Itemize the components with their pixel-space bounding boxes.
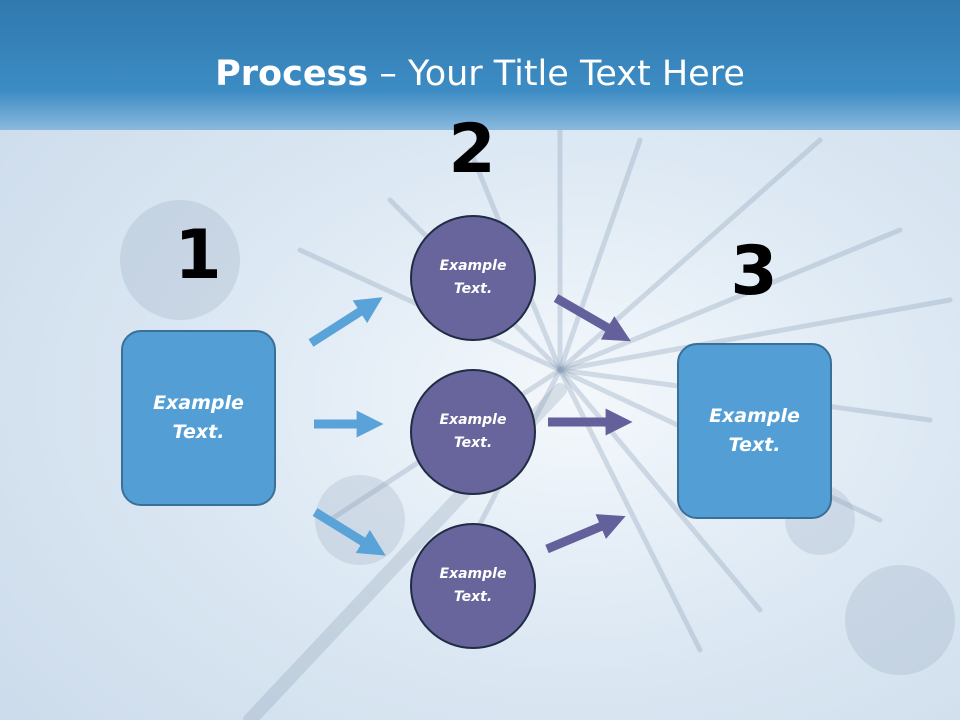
circle-bottom[interactable]: Example Text. bbox=[410, 523, 536, 649]
arrow-bottom-to-right bbox=[545, 514, 626, 554]
circle-top[interactable]: Example Text. bbox=[410, 215, 536, 341]
circle-middle[interactable]: Example Text. bbox=[410, 369, 536, 495]
title-banner bbox=[0, 0, 960, 130]
arrow-left-to-bottom bbox=[312, 508, 386, 556]
step-number-3: 3 bbox=[730, 232, 778, 311]
page-title: Process – Your Title Text Here bbox=[0, 52, 960, 96]
circle-middle-text: Example Text. bbox=[439, 412, 507, 451]
right-step-box[interactable]: Example Text. bbox=[677, 343, 832, 519]
circle-top-text: Example Text. bbox=[439, 258, 507, 297]
title-rest: – Your Title Text Here bbox=[368, 54, 745, 94]
step-number-1: 1 bbox=[174, 216, 222, 295]
left-step-box[interactable]: Example Text. bbox=[121, 330, 276, 506]
arrow-left-to-top bbox=[308, 297, 383, 347]
arrow-top-to-right bbox=[553, 294, 631, 342]
circle-bottom-text: Example Text. bbox=[439, 566, 507, 605]
right-box-text: Example Text. bbox=[709, 405, 800, 456]
step-number-2: 2 bbox=[448, 110, 496, 189]
left-box-text: Example Text. bbox=[153, 392, 244, 443]
title-bold: Process bbox=[215, 54, 369, 94]
